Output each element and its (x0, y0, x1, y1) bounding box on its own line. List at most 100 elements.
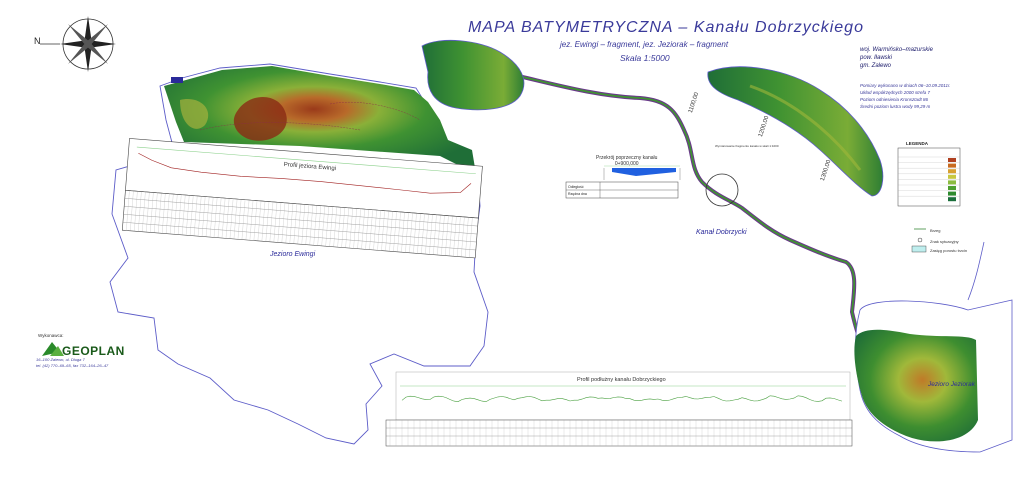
table-grid-line (178, 194, 182, 235)
table-grid-line (297, 204, 301, 244)
contractor-company: GEOPLAN (62, 344, 125, 358)
legend-title: LEGENDA (906, 141, 929, 146)
table-grid-line (182, 195, 186, 235)
table-grid-line (397, 211, 401, 252)
table-grid-line (453, 216, 457, 257)
table-grid-line (257, 200, 262, 241)
table-grid-line (353, 208, 357, 249)
table-grid-line (217, 197, 222, 238)
table-grid-line (341, 207, 345, 248)
table-grid-line (150, 192, 154, 233)
table-grid-line (261, 201, 266, 242)
table-grid-line (249, 200, 254, 241)
table-grid-line (325, 206, 329, 247)
cross-row-label: Odległość (568, 185, 584, 189)
table-grid-line (381, 210, 385, 251)
table-grid-line (186, 195, 190, 236)
table-grid-line (345, 207, 349, 248)
table-grid-line (421, 213, 425, 254)
legend-depth-swatch (948, 191, 956, 196)
buoy-marker (171, 77, 183, 83)
legend-depth-swatch (948, 169, 956, 174)
table-grid-line (401, 212, 405, 253)
contractor-address: 16–100 Zalewo, ul. Długa 7 tel. (42) 770… (36, 357, 109, 368)
table-grid-line (417, 213, 421, 254)
table-grid-line (245, 200, 250, 240)
map-subtitle: jez. Ewingi – fragment, jez. Jeziorak – … (560, 40, 729, 49)
table-grid-line (154, 192, 158, 233)
table-grid-line (469, 217, 473, 258)
table-grid-line (389, 211, 393, 252)
table-grid-line (429, 214, 433, 255)
table-grid-line (146, 192, 150, 233)
table-grid-line (449, 216, 453, 256)
contractor-label: Wykonawca: (38, 333, 64, 338)
detail-note: Wymiarowanie fragmentu kanału w skali 1:… (715, 144, 779, 148)
table-grid-line (225, 198, 230, 239)
table-grid-line (357, 208, 361, 249)
lake-north-east-strip (707, 66, 884, 197)
survey-info: Pomiary wykonano w dniach 06–10.09.2011r… (860, 83, 951, 109)
table-grid-line (138, 191, 142, 232)
table-grid-line (385, 211, 389, 251)
table-grid-line (269, 201, 274, 242)
table-grid-line (461, 216, 465, 257)
table-grid-line (209, 197, 214, 238)
geoplan-logo (42, 342, 64, 356)
region-info: woj. Warmińsko–mazurskie pow. Iławski gm… (860, 47, 933, 69)
table-grid-line (313, 205, 317, 246)
label-canal: Kanał Dobrzycki (696, 229, 747, 236)
table-grid-line (193, 195, 198, 236)
table-grid-line (293, 203, 298, 244)
cross-section-title: Przekrój poprzeczny kanału 0+900,000 (596, 155, 658, 167)
table-grid-line (170, 194, 174, 234)
table-grid-line (273, 202, 278, 243)
table-grid-line (265, 201, 270, 242)
compass-north-label: N (34, 36, 41, 46)
table-grid-line (441, 215, 445, 256)
table-grid-line (281, 202, 286, 243)
table-grid-line (393, 211, 397, 252)
table-grid-line (201, 196, 206, 237)
map-scale: Skala 1:5000 (620, 53, 670, 63)
legend-box (897, 147, 961, 253)
table-grid-line (277, 202, 282, 243)
table-grid-line (329, 206, 333, 247)
table-grid-line (301, 204, 305, 245)
table-grid-line (205, 196, 210, 237)
table-grid-line (333, 206, 337, 247)
legend-depth-swatch (948, 174, 956, 179)
label-lake-ewingi: Jezioro Ewingi (270, 251, 316, 258)
legend-item-marker: Znak sytuacyjny (930, 239, 959, 244)
table-grid-line (337, 207, 341, 248)
legend-depth-swatch (948, 163, 956, 168)
table-grid-line (465, 217, 469, 258)
table-grid-line (130, 190, 134, 231)
table-grid-line (253, 200, 258, 241)
canal-profile-panel (385, 371, 853, 447)
cross-section-panel (565, 165, 681, 199)
compass-rose (40, 16, 116, 72)
table-grid-line (134, 191, 138, 232)
table-grid-line (373, 210, 377, 250)
table-grid-line (305, 204, 309, 245)
table-grid-line (166, 193, 170, 234)
legend-item-shore: Brzeg (930, 228, 941, 233)
table-grid-line (237, 199, 242, 240)
table-grid-line (377, 210, 381, 251)
table-grid-line (229, 198, 234, 239)
label-lake-jeziorak: Jezioro Jeziorak (928, 381, 975, 388)
table-grid-line (126, 190, 130, 231)
lake-ewingi-bathymetry (164, 66, 476, 174)
table-grid-line (405, 212, 409, 253)
table-grid-line (289, 203, 294, 244)
table-grid-line (162, 193, 166, 234)
table-grid-line (445, 215, 449, 256)
legend-depth-swatch (948, 180, 956, 185)
table-grid-line (317, 205, 321, 246)
legend-item-reeds: Zasięg porostu trzcin (930, 248, 968, 253)
table-grid-line (413, 213, 417, 254)
canal-profile-title: Profil podłużny kanału Dobrzyckiego (577, 377, 666, 383)
